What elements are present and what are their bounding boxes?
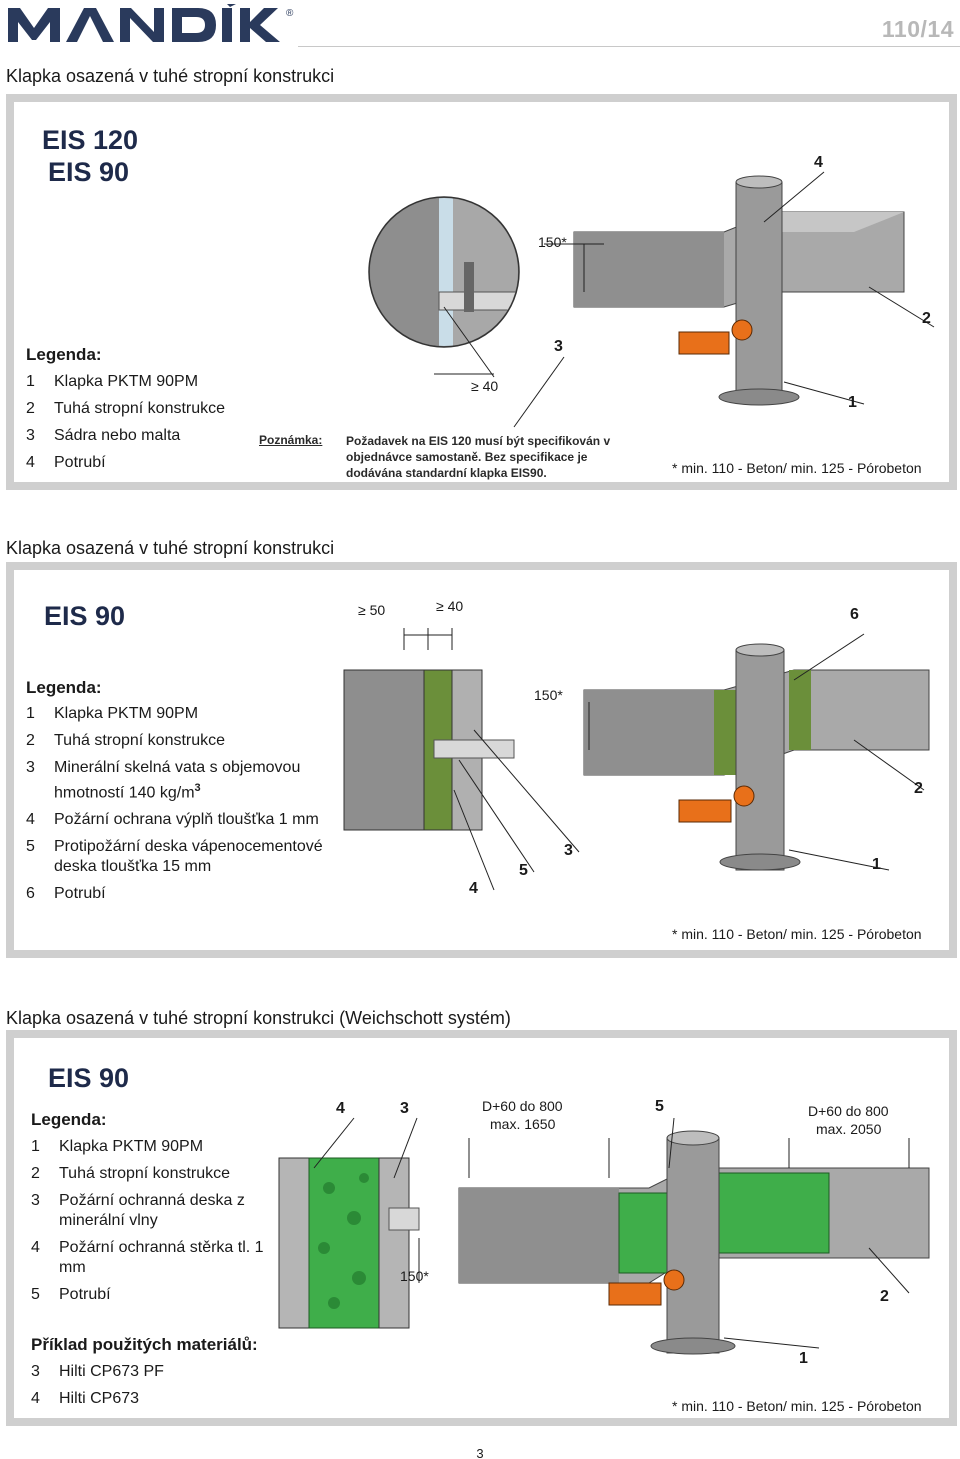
section2-diagram [343, 628, 930, 891]
dim-150: 150* [400, 1268, 429, 1284]
legend-title: Legenda: [26, 678, 102, 697]
callout-1: 1 [872, 856, 881, 873]
section3-diagram [278, 1117, 930, 1355]
eis-label-90: EIS 90 [44, 601, 126, 631]
footnote: * min. 110 - Beton/ min. 125 - Pórobeton [672, 926, 922, 942]
callout-2: 2 [922, 310, 931, 327]
callout-4: 4 [469, 880, 478, 897]
note-line: dodávána standardní klapka EIS90. [346, 466, 547, 480]
dim-150: 150* [538, 234, 567, 250]
mandik-logo: ® [8, 4, 294, 42]
callout-3: 3 [564, 842, 573, 859]
callout-1: 1 [799, 1350, 808, 1367]
legend-title: Legenda: [26, 345, 102, 364]
callout-6: 6 [850, 606, 859, 623]
section1-diagram [368, 171, 935, 428]
section2-title: Klapka osazená v tuhé stropní konstrukci [6, 538, 335, 558]
note-line: objednávce samostaně. Bez specifikace je [346, 450, 588, 464]
page-number: 110/14 [881, 16, 954, 42]
materials-title: Příklad použitých materiálů: [31, 1335, 258, 1354]
eis-label-90: EIS 90 [48, 157, 130, 187]
footnote: * min. 110 - Beton/ min. 125 - Pórobeton [672, 1398, 922, 1414]
registered-mark: ® [286, 8, 294, 19]
eis-label-120: EIS 120 [42, 125, 139, 155]
callout-5: 5 [655, 1098, 664, 1115]
note-line: Požadavek na EIS 120 musí být specifikov… [346, 434, 611, 448]
dim-50: ≥ 50 [358, 602, 386, 618]
callout-4: 4 [814, 154, 823, 171]
section1-title: Klapka osazená v tuhé stropní konstrukci [6, 66, 335, 86]
dim-150: 150* [534, 687, 563, 703]
callout-3: 3 [400, 1100, 409, 1117]
legend-title: Legenda: [31, 1110, 107, 1129]
section3-title: Klapka osazená v tuhé stropní konstrukci… [6, 1008, 511, 1028]
dim-d60-2050: D+60 do 800 [808, 1103, 889, 1119]
dim-40: ≥ 40 [436, 598, 464, 614]
note-label: Poznámka: [259, 433, 323, 447]
dim-d60-1650: D+60 do 800 [482, 1098, 563, 1114]
footnote: * min. 110 - Beton/ min. 125 - Pórobeton [672, 460, 922, 476]
dim-40: ≥ 40 [471, 378, 499, 394]
callout-2: 2 [880, 1288, 889, 1305]
dim-d60-1650: max. 1650 [490, 1116, 556, 1132]
callout-1: 1 [848, 394, 857, 411]
callout-2: 2 [914, 780, 923, 797]
page-footer-number: 3 [476, 1446, 484, 1459]
header-rule [298, 46, 960, 47]
dim-d60-2050: max. 2050 [816, 1121, 882, 1137]
callout-3: 3 [554, 338, 563, 355]
callout-5: 5 [519, 862, 528, 879]
eis-label-90: EIS 90 [48, 1063, 130, 1093]
callout-4: 4 [336, 1100, 345, 1117]
